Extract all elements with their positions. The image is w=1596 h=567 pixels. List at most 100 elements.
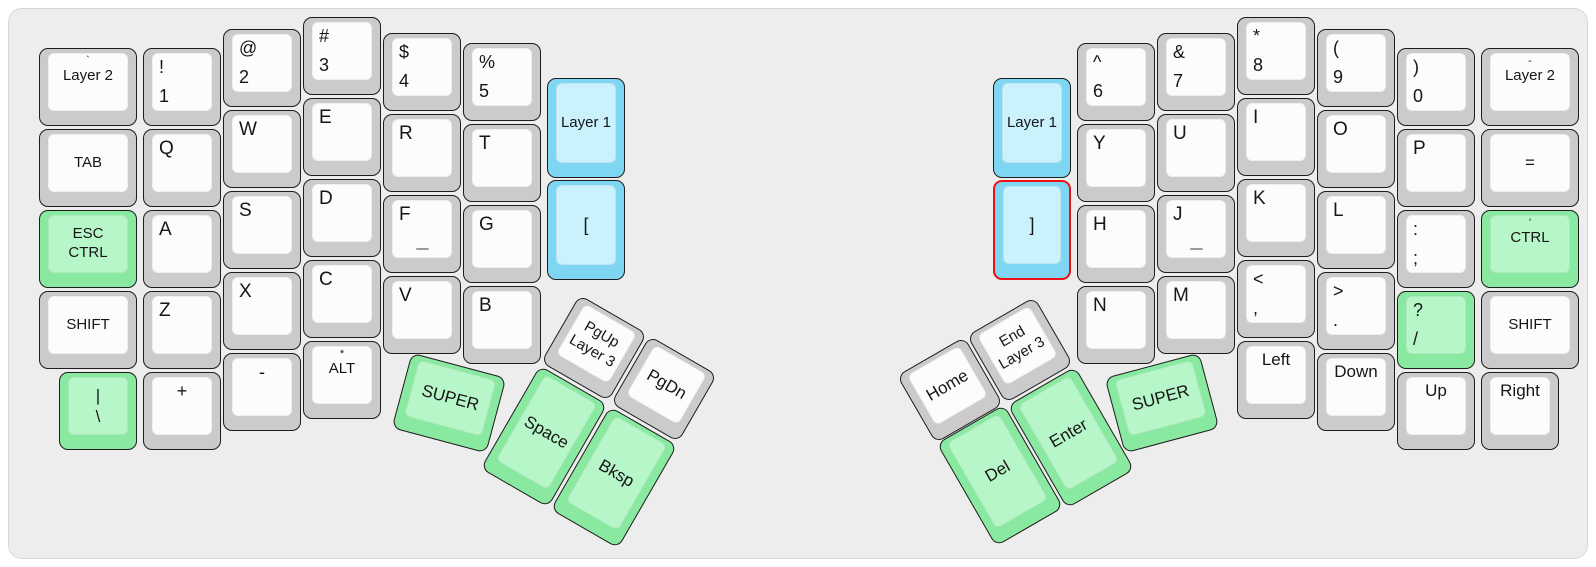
keycap-surface: -Layer 2 <box>1490 53 1570 111</box>
keycap-surface: Up <box>1406 377 1466 435</box>
key-legend: CTRL <box>68 244 108 261</box>
key-arrow-left[interactable]: Left <box>1237 341 1315 419</box>
key-dollar-4[interactable]: $4 <box>383 33 461 111</box>
key-legend: H <box>1093 214 1107 235</box>
key-v[interactable]: V <box>383 276 461 354</box>
key-shift-right[interactable]: SHIFT <box>1481 291 1579 369</box>
key-legend: U <box>1173 123 1187 144</box>
key-legend: Up <box>1425 381 1447 400</box>
keycap-surface: W <box>232 115 292 173</box>
key-t[interactable]: T <box>463 124 541 202</box>
key-tab[interactable]: TAB <box>39 129 137 207</box>
key-colon-semicolon[interactable]: :; <box>1397 210 1475 288</box>
key-a[interactable]: A <box>143 210 221 288</box>
key-s[interactable]: S <box>223 191 301 269</box>
key-layer2-left[interactable]: `Layer 2 <box>39 48 137 126</box>
key-arrow-right[interactable]: Right <box>1481 372 1559 450</box>
key-arrow-up[interactable]: Up <box>1397 372 1475 450</box>
keycap-surface: Z <box>152 296 212 354</box>
key-question-slash[interactable]: ?/ <box>1397 291 1475 369</box>
key-legend: G <box>479 214 494 235</box>
keycap-surface: [ <box>556 185 616 265</box>
key-o[interactable]: O <box>1317 110 1395 188</box>
key-lparen-9[interactable]: (9 <box>1317 29 1395 107</box>
key-arrow-down[interactable]: Down <box>1317 353 1395 431</box>
key-f[interactable]: F <box>383 195 461 273</box>
key-shift-left[interactable]: SHIFT <box>39 291 137 369</box>
keycap-surface: SHIFT <box>1490 296 1570 354</box>
key-h[interactable]: H <box>1077 205 1155 283</box>
key-legend: \ <box>95 407 101 426</box>
key-legend: > <box>1333 281 1344 301</box>
key-d[interactable]: D <box>303 179 381 257</box>
keycap-surface: Layer 1 <box>1002 83 1062 163</box>
key-layer2-right[interactable]: -Layer 2 <box>1481 48 1579 126</box>
key-u[interactable]: U <box>1157 114 1235 192</box>
key-quote-ctrl[interactable]: 'CTRL <box>1481 210 1579 288</box>
keycap-surface: = <box>1490 134 1570 192</box>
key-amp-7[interactable]: &7 <box>1157 33 1235 111</box>
key-c[interactable]: C <box>303 260 381 338</box>
key-equals[interactable]: = <box>1481 129 1579 207</box>
key-m[interactable]: M <box>1157 276 1235 354</box>
key-n[interactable]: N <box>1077 286 1155 364</box>
key-g[interactable]: G <box>463 205 541 283</box>
key-gt-period[interactable]: >. <box>1317 272 1395 350</box>
homing-bar-icon <box>415 247 429 250</box>
keycap-surface: %5 <box>472 48 532 106</box>
key-at-2[interactable]: @2 <box>223 29 301 107</box>
key-legend: K <box>1253 188 1266 209</box>
key-pipe-backslash[interactable]: |\ <box>59 372 137 450</box>
key-legend: ( <box>1333 38 1339 58</box>
keycap-surface: Right <box>1490 377 1550 435</box>
key-w[interactable]: W <box>223 110 301 188</box>
key-b[interactable]: B <box>463 286 541 364</box>
key-legend: Layer 1 <box>560 113 612 131</box>
key-z[interactable]: Z <box>143 291 221 369</box>
keycap-surface: &7 <box>1166 38 1226 96</box>
key-legend: V <box>399 285 412 306</box>
key-legend: Z <box>159 300 171 321</box>
key-rparen-0[interactable]: )0 <box>1397 48 1475 126</box>
key-plus[interactable]: + <box>143 372 221 450</box>
key-legend: E <box>319 107 332 128</box>
keycap-surface: X <box>232 277 292 335</box>
key-y[interactable]: Y <box>1077 124 1155 202</box>
key-r[interactable]: R <box>383 114 461 192</box>
key-legend: Layer 2 <box>62 67 114 84</box>
key-legend: O <box>1333 119 1348 140</box>
key-star-8[interactable]: *8 <box>1237 17 1315 95</box>
key-l[interactable]: L <box>1317 191 1395 269</box>
key-legend: 6 <box>1093 80 1104 101</box>
key-caret-6[interactable]: ^6 <box>1077 43 1155 121</box>
key-x[interactable]: X <box>223 272 301 350</box>
key-q[interactable]: Q <box>143 129 221 207</box>
key-bang-1[interactable]: !1 <box>143 48 221 126</box>
key-i[interactable]: I <box>1237 98 1315 176</box>
key-percent-5[interactable]: %5 <box>463 43 541 121</box>
key-legend: Space <box>520 411 573 452</box>
keycap-surface: K <box>1246 184 1306 242</box>
key-j[interactable]: J <box>1157 195 1235 273</box>
key-legend: L <box>1333 200 1344 221</box>
key-legend: # <box>319 26 330 46</box>
keycap-surface: |\ <box>68 377 128 435</box>
key-star-alt[interactable]: *ALT <box>303 341 381 419</box>
key-rbracket[interactable]: ] <box>993 180 1071 280</box>
key-lt-comma[interactable]: <, <box>1237 260 1315 338</box>
key-layer1-right[interactable]: Layer 1 <box>993 78 1071 178</box>
key-minus[interactable]: - <box>223 353 301 431</box>
key-legend: C <box>319 269 333 290</box>
keycap-surface: >. <box>1326 277 1386 335</box>
keycap-surface: Layer 1 <box>556 83 616 163</box>
keycap-surface: 'CTRL <box>1490 215 1570 273</box>
key-k[interactable]: K <box>1237 179 1315 257</box>
key-lbracket[interactable]: [ <box>547 180 625 280</box>
key-p[interactable]: P <box>1397 129 1475 207</box>
key-layer1-left[interactable]: Layer 1 <box>547 78 625 178</box>
key-legend: 3 <box>319 54 330 75</box>
key-hash-3[interactable]: #3 <box>303 17 381 95</box>
keycap-surface: + <box>152 377 212 435</box>
key-e[interactable]: E <box>303 98 381 176</box>
